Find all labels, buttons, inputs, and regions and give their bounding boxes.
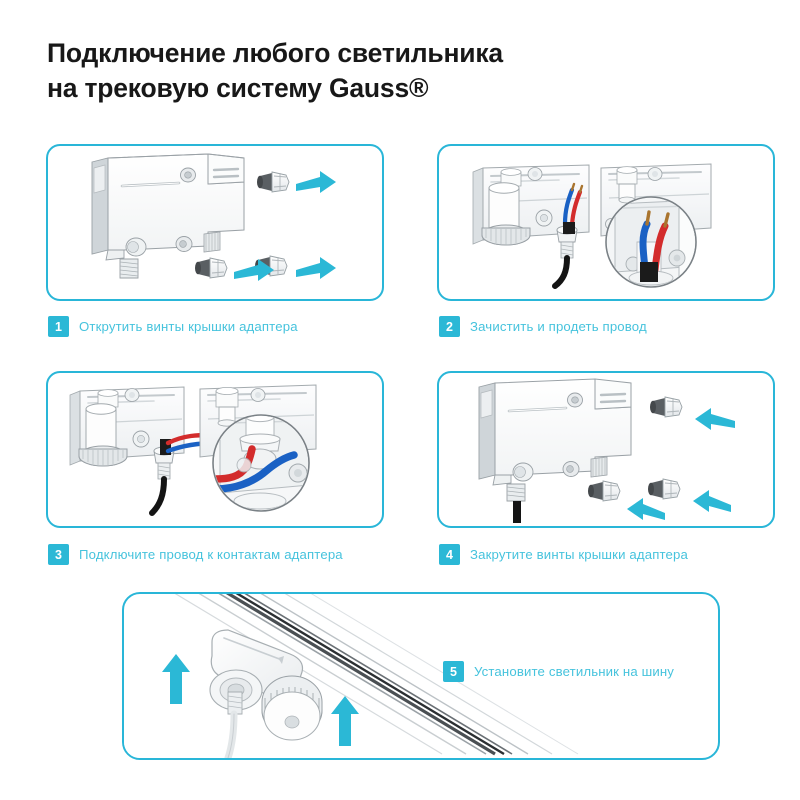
step-caption-text-1: Открутить винты крышки адаптера bbox=[79, 319, 298, 334]
step-card-1 bbox=[46, 144, 384, 301]
power-cable bbox=[513, 501, 521, 523]
power-cable bbox=[552, 255, 570, 289]
screw-2 bbox=[588, 480, 621, 502]
adapter-body bbox=[91, 153, 245, 279]
power-cable bbox=[149, 476, 167, 516]
screw-1 bbox=[257, 171, 290, 193]
screw-2 bbox=[195, 257, 228, 279]
step-4-illustration bbox=[478, 378, 735, 523]
step-badge-5: 5 bbox=[443, 661, 464, 682]
step-caption-4: 4 Закрутите винты крышки адаптера bbox=[439, 544, 688, 565]
adapter-body bbox=[478, 378, 632, 523]
step-card-5 bbox=[122, 592, 720, 760]
page-title: Подключение любого светильника на треков… bbox=[47, 38, 503, 103]
track-adapter-head bbox=[209, 629, 323, 758]
step-caption-text-5: Установите светильник на шину bbox=[474, 664, 675, 679]
direction-arrow-left-3 bbox=[693, 490, 731, 512]
step-badge-4: 4 bbox=[439, 544, 460, 565]
step-1-illustration bbox=[91, 153, 336, 281]
step-caption-text-2: Зачистить и продеть провод bbox=[470, 319, 647, 334]
screw-3 bbox=[648, 478, 681, 500]
step-2-illustration bbox=[472, 163, 712, 289]
step-badge-2: 2 bbox=[439, 316, 460, 337]
direction-arrow-left-2 bbox=[627, 498, 665, 520]
step-badge-1: 1 bbox=[48, 316, 69, 337]
magnifier-detail-circle bbox=[212, 414, 310, 512]
step-card-3 bbox=[46, 371, 384, 528]
direction-arrow-right-2 bbox=[234, 259, 274, 281]
step-caption-text-4: Закрутите винты крышки адаптера bbox=[470, 547, 688, 562]
adapter-left-connected bbox=[69, 386, 251, 516]
adapter-left-open bbox=[472, 164, 590, 289]
direction-arrow-left-1 bbox=[695, 408, 735, 430]
screw-1 bbox=[650, 396, 683, 418]
direction-arrow-up-2 bbox=[331, 696, 359, 746]
magnifier-detail-circle bbox=[605, 196, 697, 288]
step-caption-text-3: Подключите провод к контактам адаптера bbox=[79, 547, 343, 562]
step-card-2 bbox=[437, 144, 775, 301]
step-caption-3: 3 Подключите провод к контактам адаптера bbox=[48, 544, 343, 565]
direction-arrow-up-1 bbox=[162, 654, 190, 704]
step-3-illustration bbox=[69, 384, 317, 516]
step-badge-3: 3 bbox=[48, 544, 69, 565]
step-caption-2: 2 Зачистить и продеть провод bbox=[439, 316, 647, 337]
step-5-illustration bbox=[124, 594, 579, 758]
direction-arrow-right-3 bbox=[296, 257, 336, 279]
direction-arrow-right-1 bbox=[296, 171, 336, 193]
step-caption-5: 5 Установите светильник на шину bbox=[443, 661, 674, 682]
step-caption-1: 1 Открутить винты крышки адаптера bbox=[48, 316, 298, 337]
step-card-4 bbox=[437, 371, 775, 528]
